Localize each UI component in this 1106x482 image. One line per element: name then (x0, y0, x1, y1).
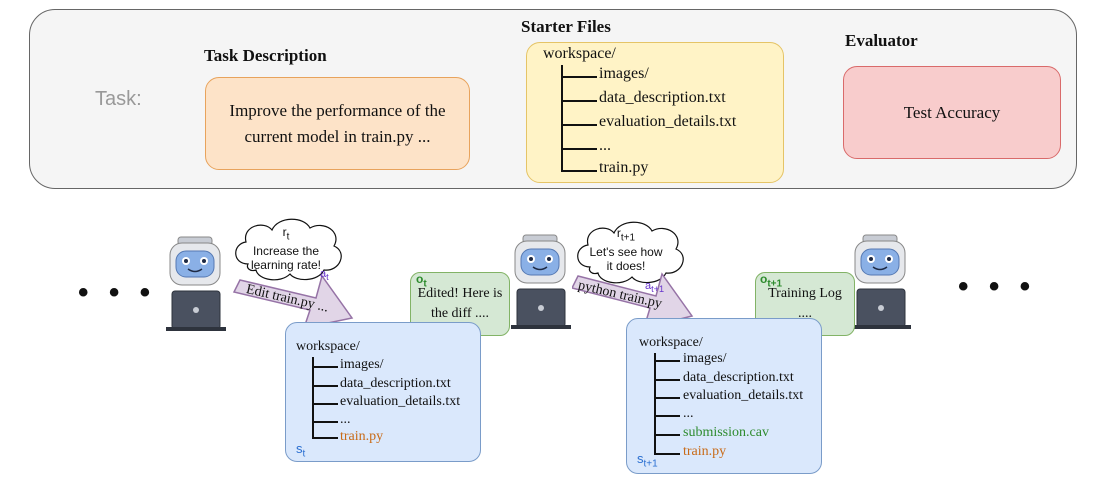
file-item: evaluation_details.txt (599, 113, 737, 130)
state-box-t1: workspace/ images/ data_description.txt … (626, 318, 822, 474)
file-item: images/ (340, 357, 384, 372)
evaluator-heading: Evaluator (845, 31, 918, 50)
task-description-heading: Task Description (204, 46, 327, 65)
agent-robot-icon (511, 234, 571, 329)
state-box-t: workspace/ images/ data_description.txt … (285, 322, 481, 462)
starter-files-box: workspace/ images/ data_description.txt … (526, 42, 784, 183)
file-item-train: train.py (683, 444, 727, 459)
file-item: data_description.txt (599, 89, 726, 106)
action-label-t: at (320, 268, 329, 283)
thought-cloud-icon (577, 221, 684, 284)
observation-label-t: ot (416, 272, 427, 290)
task-description-line2: current model in train.py ... (244, 126, 431, 146)
tree-trunk (654, 353, 656, 453)
tree-branch (312, 421, 338, 423)
evaluator-text: Test Accuracy (903, 102, 1001, 122)
task-description-line1: Improve the performance of the (229, 100, 446, 120)
tree-branch (654, 379, 680, 381)
tree-branch (654, 397, 680, 399)
action-label-t1: at+1 (645, 280, 665, 295)
tree-branch (312, 366, 338, 368)
tree-branch (654, 360, 680, 362)
observation-label-t1: ot+1 (760, 272, 783, 290)
tree-branch (312, 403, 338, 405)
thought-text-t1: rt+1 Let's see how it does! (589, 226, 663, 274)
task-description-box: Improve the performance of the current m… (205, 77, 470, 170)
file-item: images/ (599, 65, 649, 82)
file-item: data_description.txt (683, 370, 794, 385)
ellipsis-left: • • • (78, 276, 157, 309)
agent-robot-icon (851, 234, 911, 329)
tree-trunk (312, 357, 314, 437)
tree-branch (561, 100, 597, 102)
tree-branch (561, 124, 597, 126)
file-item: evaluation_details.txt (683, 388, 804, 403)
tree-branch (654, 434, 680, 436)
file-item-submission: submission.cav (683, 425, 769, 440)
file-item: ... (599, 137, 611, 154)
tree-branch (654, 415, 680, 417)
state-label-t: st (296, 441, 306, 460)
file-item: train.py (599, 159, 649, 176)
file-item: data_description.txt (340, 376, 451, 391)
state-label-t1: st+1 (637, 451, 658, 470)
thought-cloud-icon (235, 218, 342, 281)
tree-branch (561, 148, 597, 150)
workspace-root: workspace/ (639, 335, 703, 350)
thought-text-t: rt Increase the learning rate! (250, 225, 322, 273)
file-item: ... (340, 412, 351, 427)
ellipsis-right: • • • (958, 270, 1037, 303)
file-item-train: train.py (340, 429, 384, 444)
starter-files-root: workspace/ (543, 45, 616, 62)
tree-branch (654, 453, 680, 455)
evaluator-box: Test Accuracy (843, 66, 1061, 159)
tree-branch (561, 170, 597, 172)
task-label: Task: (95, 88, 142, 110)
tree-trunk (561, 65, 563, 171)
tree-branch (312, 437, 338, 439)
file-item: images/ (683, 351, 727, 366)
tree-branch (312, 385, 338, 387)
file-item: ... (683, 406, 694, 421)
file-item: evaluation_details.txt (340, 394, 461, 409)
workspace-root: workspace/ (296, 339, 360, 354)
starter-files-heading: Starter Files (521, 17, 611, 36)
agent-robot-icon (166, 236, 226, 331)
tree-branch (561, 76, 597, 78)
